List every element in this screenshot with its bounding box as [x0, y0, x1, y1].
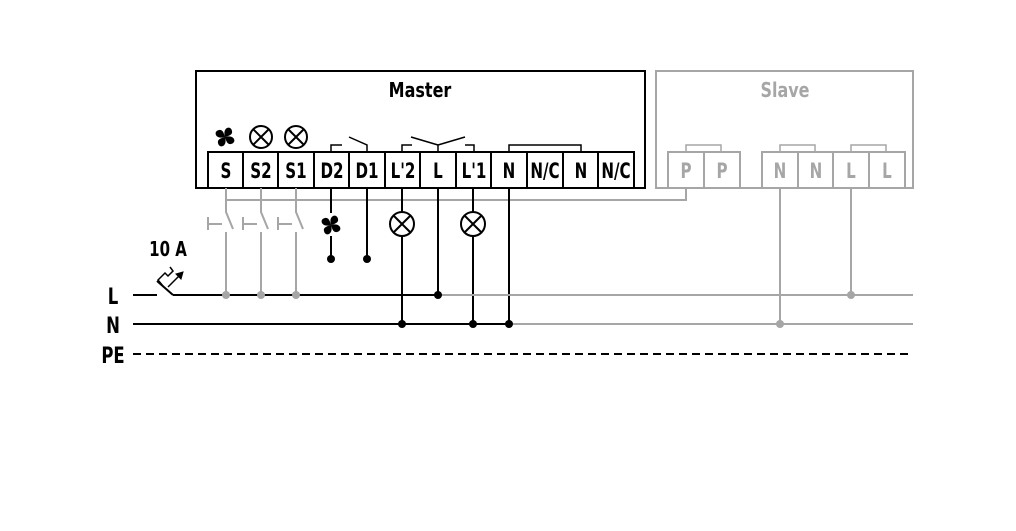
master-terminal-label: S2: [250, 160, 271, 184]
master-terminal-label: S: [221, 160, 232, 184]
master-terminal-label: N/C: [530, 160, 559, 184]
line-label-pe: PE: [101, 343, 124, 369]
slave-terminal-label: L: [846, 160, 856, 184]
junction-dot: [469, 320, 477, 328]
master-terminal-box: [597, 151, 635, 189]
slave-terminal-label: L: [882, 160, 892, 184]
master-terminal-box: [313, 151, 351, 189]
slave-terminal-label: N: [774, 160, 787, 184]
slave-terminal-label: P: [716, 160, 727, 184]
d2-terminal-dot: [327, 255, 335, 263]
junction-dot: [847, 291, 855, 299]
lamp-icon: [284, 125, 308, 149]
master-terminal-label: S1: [285, 160, 306, 184]
slave-terminal-label: P: [680, 160, 691, 184]
fan-icon: [215, 127, 235, 147]
l-contact-bridge: [401, 136, 475, 152]
master-title: Master: [389, 79, 452, 102]
lamp-icon: [389, 211, 415, 237]
fan-icon: [321, 215, 341, 235]
junction-dot: [222, 291, 230, 299]
n-bridge: [508, 144, 582, 152]
line-label-n: N: [106, 313, 120, 339]
d-contact-bridge: [330, 136, 368, 152]
lamp-icon: [460, 211, 486, 237]
master-terminal-label: D2: [320, 160, 343, 184]
slave-n-bridge: [779, 144, 816, 152]
master-terminal-label: L'2: [391, 160, 416, 184]
master-terminal-label: N: [575, 160, 588, 184]
master-terminal-label: L'1: [462, 160, 487, 184]
master-terminal-label: L: [433, 160, 443, 184]
p-bridge: [685, 144, 722, 152]
master-terminal-label: N/C: [601, 160, 630, 184]
junction-dot: [434, 291, 442, 299]
master-terminal-label: N: [503, 160, 516, 184]
switch-s: [207, 200, 234, 295]
junction-dot: [257, 291, 265, 299]
slave-terminal-box: [868, 151, 906, 189]
slave-title: Slave: [760, 79, 809, 102]
switch-common-wire: [225, 188, 687, 201]
d1-terminal-dot: [363, 255, 371, 263]
junction-dot: [398, 320, 406, 328]
slave-terminal-box: [832, 151, 870, 189]
slave-l-bridge: [850, 144, 887, 152]
breaker-rating: 10 A: [149, 239, 187, 262]
lamp-icon: [249, 125, 273, 149]
switch-s2: [242, 200, 269, 295]
junction-dot: [292, 291, 300, 299]
slave-terminal-box: [761, 151, 799, 189]
line-label-l: L: [108, 284, 119, 310]
slave-terminal-label: N: [810, 160, 823, 184]
master-terminal-label: D1: [355, 160, 378, 184]
slave-terminal-box: [703, 151, 741, 189]
master-terminal-box: [384, 151, 422, 189]
junction-dot: [776, 320, 784, 328]
breaker-icon: [156, 266, 184, 296]
junction-dot: [505, 320, 513, 328]
switch-s1: [277, 200, 304, 295]
